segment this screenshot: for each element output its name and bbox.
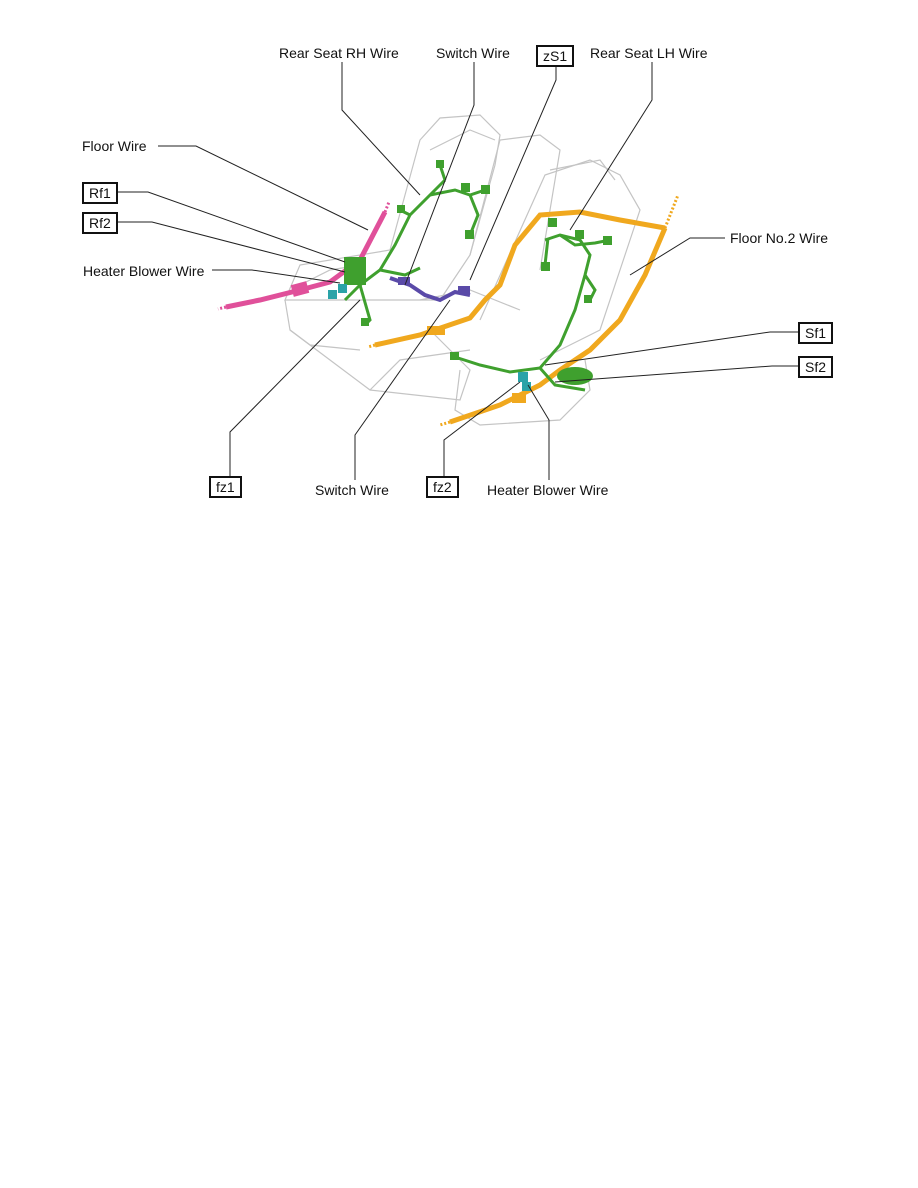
leader-fz2 bbox=[443, 381, 521, 476]
label-floor-no2-wire: Floor No.2 Wire bbox=[730, 230, 829, 246]
connector-sf1: Sf1 bbox=[798, 322, 834, 344]
connector-rf1: Rf1 bbox=[82, 182, 118, 204]
rh-cushion bbox=[284, 299, 471, 401]
leader-rf1 bbox=[117, 191, 346, 263]
rear-seat-lh-wire bbox=[454, 233, 611, 392]
label-rear-seat-rh-wire: Rear Seat RH Wire bbox=[279, 45, 399, 61]
floor-no2-wire bbox=[367, 194, 680, 427]
center-seatback bbox=[469, 134, 561, 271]
label-heater-blower-wire-bottom: Heater Blower Wire bbox=[487, 482, 609, 498]
connector-fz2: fz2 bbox=[426, 476, 459, 498]
leader-heater-blower-left bbox=[212, 269, 341, 284]
rear-seat-rh-connectors bbox=[344, 160, 490, 326]
leader-switch-wire-bottom bbox=[354, 299, 451, 480]
rear-seat-outline bbox=[284, 114, 641, 426]
label-switch-wire-top: Switch Wire bbox=[436, 45, 510, 61]
connector-sf2: Sf2 bbox=[798, 356, 834, 378]
heater-blower-wire bbox=[328, 284, 531, 391]
leader-lines bbox=[117, 62, 798, 480]
leader-switch-wire-top bbox=[404, 62, 475, 286]
leader-floor-wire bbox=[158, 145, 369, 231]
floor-wire bbox=[217, 201, 391, 311]
lh-cushion bbox=[454, 359, 591, 426]
leader-rear-seat-rh bbox=[341, 62, 421, 196]
leader-sf2 bbox=[554, 365, 798, 383]
leader-rear-seat-lh bbox=[569, 62, 653, 231]
connector-rf2: Rf2 bbox=[82, 212, 118, 234]
seat-base bbox=[369, 349, 471, 391]
switch-wire bbox=[389, 276, 471, 303]
label-floor-wire: Floor Wire bbox=[82, 138, 147, 154]
label-heater-blower-wire-left: Heater Blower Wire bbox=[83, 263, 205, 279]
leader-heater-blower-bottom bbox=[527, 384, 550, 480]
connector-fz1: fz1 bbox=[209, 476, 242, 498]
leader-floor-no2 bbox=[629, 237, 725, 276]
leader-zs1 bbox=[469, 64, 557, 281]
connector-zs1: zS1 bbox=[536, 45, 575, 67]
leader-rf2 bbox=[117, 221, 346, 273]
rear-seat-lh-connectors bbox=[450, 218, 612, 385]
label-switch-wire-bottom: Switch Wire bbox=[315, 482, 389, 498]
label-rear-seat-lh-wire: Rear Seat LH Wire bbox=[590, 45, 708, 61]
leader-fz1 bbox=[229, 299, 361, 476]
leader-sf1 bbox=[544, 331, 798, 366]
lh-seatback bbox=[479, 159, 641, 361]
